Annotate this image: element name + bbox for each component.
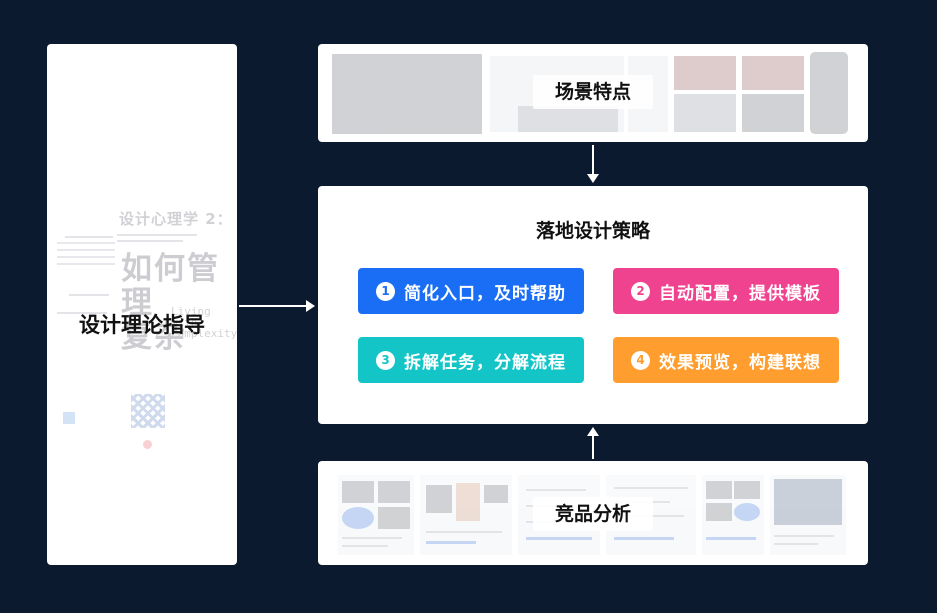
strategy-item-4: 4 效果预览，构建联想 bbox=[613, 337, 839, 383]
book-line bbox=[57, 312, 107, 314]
book-big-line-2: 复杂 bbox=[121, 319, 187, 355]
book-line bbox=[117, 234, 197, 236]
theory-label: 设计理论指导 bbox=[79, 313, 205, 337]
phone-thumbnail bbox=[810, 52, 848, 134]
strategy-card: 落地设计策略 1 简化入口，及时帮助 2 自动配置，提供模板 3 拆解任务，分解… bbox=[318, 186, 868, 424]
number-badge-2: 2 bbox=[631, 281, 650, 301]
scene-thumbnail bbox=[742, 56, 804, 90]
arrow-head-down bbox=[587, 174, 599, 183]
strategy-item-label: 简化入口，及时帮助 bbox=[404, 283, 566, 304]
strategy-item-label: 效果预览，构建联想 bbox=[659, 352, 821, 373]
book-english-subtitle: Living with complexity bbox=[171, 305, 237, 340]
competitor-label: 竞品分析 bbox=[533, 497, 653, 531]
strategy-title: 落地设计策略 bbox=[535, 220, 650, 242]
book-line bbox=[65, 236, 113, 238]
number-badge-4: 4 bbox=[631, 350, 650, 370]
competitor-card: 竞品分析 bbox=[318, 461, 868, 565]
scene-card: 场景特点 bbox=[318, 44, 868, 142]
strategy-item-2: 2 自动配置，提供模板 bbox=[613, 268, 839, 314]
arrow-head-up bbox=[587, 427, 599, 436]
competitor-thumbnail bbox=[420, 475, 512, 555]
number-badge-1: 1 bbox=[376, 281, 395, 301]
book-title: 设计心理学 2： bbox=[119, 210, 233, 228]
scene-label: 场景特点 bbox=[533, 75, 653, 109]
strategy-item-label: 拆解任务，分解流程 bbox=[404, 352, 566, 373]
book-square bbox=[63, 412, 75, 424]
scene-thumbnail bbox=[674, 94, 736, 132]
book-small-text bbox=[57, 242, 115, 270]
strategy-item-1: 1 简化入口，及时帮助 bbox=[358, 268, 584, 314]
book-big-line-1: 如何管理 bbox=[121, 251, 220, 321]
strategy-item-3: 3 拆解任务，分解流程 bbox=[358, 337, 584, 383]
book-dot bbox=[143, 440, 152, 449]
book-line bbox=[69, 294, 109, 296]
theory-card: 设计心理学 2： 如何管理 复杂 Living with complexity … bbox=[47, 44, 237, 565]
book-pattern bbox=[131, 394, 165, 428]
book-cover-image: 设计心理学 2： 如何管理 复杂 Living with complexity bbox=[47, 194, 237, 454]
competitor-thumbnail bbox=[702, 475, 764, 555]
book-big-title: 如何管理 复杂 bbox=[121, 252, 237, 354]
competitor-thumbnail bbox=[338, 475, 414, 555]
competitor-screenshots bbox=[338, 475, 848, 555]
scene-thumbnail bbox=[674, 56, 736, 90]
scene-thumbnail bbox=[518, 106, 618, 132]
strategy-item-label: 自动配置，提供模板 bbox=[659, 283, 821, 304]
book-line bbox=[117, 240, 183, 242]
number-badge-3: 3 bbox=[376, 350, 395, 370]
arrow-head-right bbox=[306, 300, 315, 312]
competitor-thumbnail bbox=[770, 475, 846, 555]
scene-thumbnail bbox=[742, 94, 804, 132]
scene-thumbnail bbox=[332, 54, 482, 134]
